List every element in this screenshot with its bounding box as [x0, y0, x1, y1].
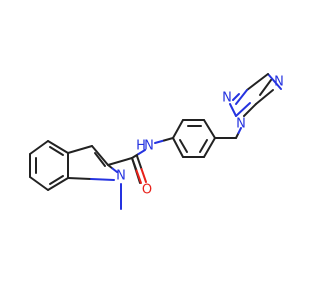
- amide-cn-bond-a: [131, 153, 140, 159]
- pyrrole-bond-1: [67, 145, 93, 154]
- carbonyl-double-1-b: [135, 169, 142, 184]
- triazole-bond-3: [267, 73, 282, 90]
- ring-carbonyl-bond: [107, 157, 133, 166]
- carbonyl-double-2-a: [136, 155, 143, 170]
- triazole-bond-4: [246, 73, 269, 91]
- pyrrole-bond-2: [91, 145, 109, 166]
- atom-label-indole-n: N: [116, 169, 126, 184]
- triazole-double-2: [232, 93, 240, 101]
- amide-n-aryl-bond-a: [154, 139, 165, 144]
- atom-label-triazole-n1: N: [236, 117, 246, 132]
- triazole-bond-1: [243, 103, 257, 117]
- carbonyl-double-1-a: [131, 157, 138, 172]
- atom-label-oxygen: O: [142, 183, 152, 198]
- triazole-bond-7: [235, 102, 251, 117]
- phenyl-double-3: [179, 139, 188, 153]
- benzo-bond-6: [47, 140, 69, 154]
- pyrrole-double: [94, 152, 106, 167]
- benzo-bond-4: [47, 177, 69, 191]
- triazole-bond-6: [229, 103, 237, 117]
- carbonyl-double-2-b: [140, 168, 147, 183]
- triazole-double-1: [259, 79, 272, 96]
- phenyl-bond-3: [203, 119, 216, 139]
- atom-label-triazole-n4: N: [274, 75, 284, 90]
- amide-n-aryl-bond-b: [163, 137, 174, 142]
- molecule-diagram: N N H O N N N: [29, 73, 284, 210]
- molecule-structure: N N H O N N N: [29, 73, 284, 210]
- phenyl-bond-4: [203, 137, 216, 158]
- amide-cn-bond-b: [137, 149, 146, 155]
- phenyl-bond-1: [172, 119, 184, 139]
- triazole-bond-5: [235, 89, 248, 105]
- atom-label-amide-h: H: [136, 139, 146, 154]
- pyrrole-bond-4-b: [90, 178, 115, 181]
- phenyl-double-2: [199, 139, 208, 153]
- pyrrole-bond-4-a: [67, 177, 92, 180]
- pyrrole-bond-3-b: [111, 167, 118, 173]
- ch2-bond-2-b: [237, 127, 242, 134]
- benzo-bond-1: [29, 140, 49, 155]
- atom-label-triazole-n2: N: [222, 91, 232, 106]
- benzo-bond-3: [29, 176, 49, 191]
- benzo-double-3: [49, 175, 64, 185]
- phenyl-bond-6: [172, 137, 184, 158]
- atom-label-amide-n: N: [144, 139, 154, 154]
- benzo-double-2: [49, 146, 64, 156]
- triazole-bond-2: [255, 89, 274, 105]
